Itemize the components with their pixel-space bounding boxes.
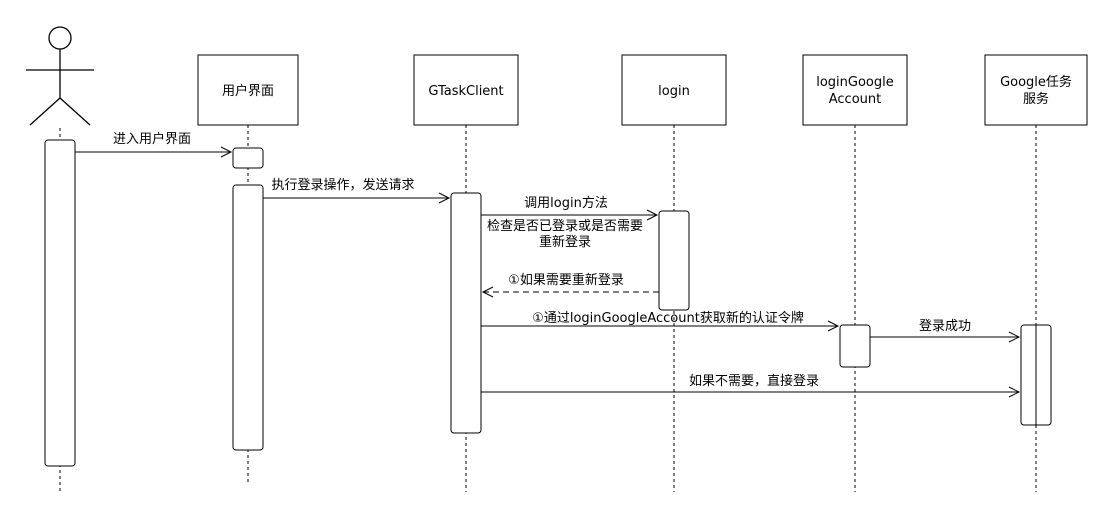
participant-google-service: Google任务 服务	[984, 54, 1088, 126]
message-label: ①通过loginGoogleAccount获取新的认证令牌	[532, 310, 804, 326]
participant-label-line1: Google任务	[1000, 74, 1072, 90]
message-enter-ui: 进入用户界面	[75, 131, 233, 158]
activation-gtaskclient	[450, 192, 482, 434]
arrowhead-icon	[1008, 331, 1021, 343]
participant-box	[984, 54, 1088, 126]
message-call-login: 调用login方法	[481, 195, 659, 221]
message-login-success: 登录成功	[870, 319, 1021, 343]
arrowhead-icon	[481, 286, 494, 298]
message-get-token: ①通过loginGoogleAccount获取新的认证令牌	[481, 310, 840, 332]
message-no-need: 如果不需要，直接登录	[481, 373, 1021, 398]
arrowhead-icon	[827, 320, 840, 332]
note-line2: 重新登录	[539, 234, 591, 250]
arrowhead-icon	[438, 192, 451, 204]
message-do-login: 执行登录操作，发送请求	[263, 177, 451, 204]
message-need-relogin: ①如果需要重新登录	[481, 272, 659, 298]
participant-box	[197, 54, 299, 126]
message-label: ①如果需要重新登录	[508, 272, 624, 288]
note-line1: 检查是否已登录或是否需要	[487, 219, 643, 234]
arrowhead-icon	[1008, 386, 1021, 398]
activation-user-ui-2	[232, 184, 264, 451]
participant-box	[802, 54, 908, 126]
participant-box	[413, 54, 519, 126]
actor-left-leg	[29, 97, 61, 126]
message-label: 进入用户界面	[113, 131, 191, 147]
actor-user	[26, 26, 94, 126]
message-label: 如果不需要，直接登录	[689, 373, 819, 389]
arrowhead-icon	[220, 146, 233, 158]
message-label: 执行登录操作，发送请求	[271, 177, 414, 193]
actor-head	[48, 26, 72, 50]
participant-login: login	[621, 54, 727, 126]
participant-gtaskclient: GTaskClient	[413, 54, 519, 126]
message-label: 调用login方法	[524, 195, 608, 211]
participant-label: 用户界面	[222, 83, 274, 99]
activation-user	[44, 139, 76, 467]
activation-logingoogleaccount	[839, 324, 871, 368]
activation-login	[658, 210, 690, 311]
participant-logingoogleaccount: loginGoogle Account	[802, 54, 908, 126]
actor-right-leg	[59, 97, 91, 126]
participant-label-line2: 服务	[1023, 91, 1049, 107]
participant-label-line1: loginGoogle	[816, 75, 894, 90]
message-label: 登录成功	[919, 319, 971, 334]
participant-box	[621, 54, 727, 126]
participant-label: GTaskClient	[428, 84, 503, 99]
activation-user-ui-1	[232, 147, 264, 169]
participant-label: login	[658, 84, 690, 99]
arrowhead-icon	[646, 209, 659, 221]
participant-user-ui: 用户界面	[197, 54, 299, 126]
note-check-login: 检查是否已登录或是否需要 重新登录	[487, 219, 643, 250]
participant-label-line2: Account	[829, 92, 882, 107]
